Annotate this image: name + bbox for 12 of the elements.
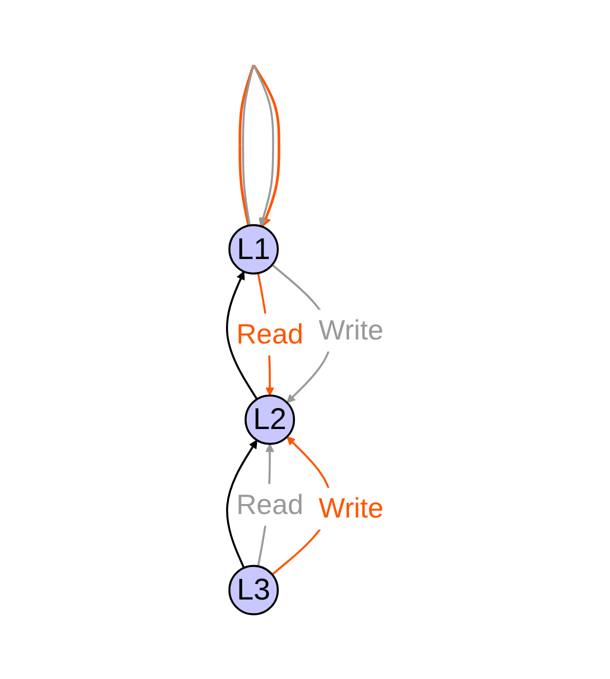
edge-label: Read [236, 488, 304, 520]
edge-label: Write [318, 314, 384, 346]
edge-label: Write [318, 492, 384, 524]
arrow [242, 64, 274, 226]
arrow [238, 64, 280, 227]
state-diagram: Read Write Read Write L1 L2 L3 [218, 56, 392, 622]
node-circle [228, 224, 279, 274]
arrow [226, 440, 258, 568]
node-circle [228, 564, 279, 616]
edge-label: Read [236, 318, 304, 350]
arrow [226, 270, 258, 400]
node-circle [244, 394, 295, 445]
